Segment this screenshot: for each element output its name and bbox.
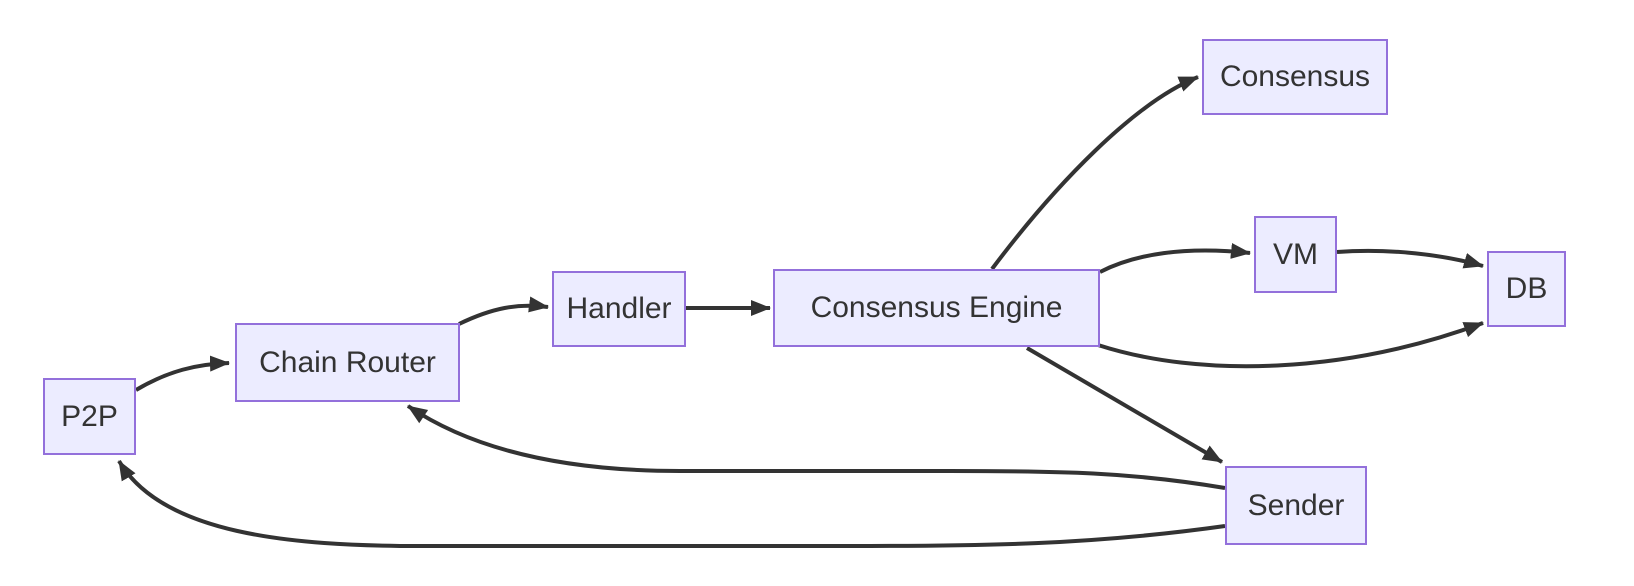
edge-consensus-engine-to-db <box>1097 321 1484 369</box>
node-db: DB <box>1487 251 1566 327</box>
edge-p2p-to-chain-router <box>134 355 230 392</box>
node-sender: Sender <box>1225 466 1367 545</box>
edge-consensus-engine-to-vm <box>1099 243 1251 274</box>
edge-vm-to-db <box>1336 248 1484 269</box>
node-consensus-engine-label: Consensus Engine <box>810 291 1063 324</box>
node-p2p-label: P2P <box>61 399 118 433</box>
edge-chain-router-to-handler <box>458 296 549 326</box>
edge-consensus-engine-to-consensus <box>990 75 1199 271</box>
node-consensus-label: Consensus <box>1219 60 1371 93</box>
edge-sender-to-p2p <box>117 459 1226 548</box>
node-vm: VM <box>1254 216 1337 293</box>
node-handler-label: Handler <box>566 292 672 325</box>
node-consensus: Consensus <box>1202 39 1388 115</box>
node-db-label: DB <box>1505 272 1548 305</box>
node-consensus-engine: Consensus Engine <box>773 269 1100 347</box>
node-sender-label: Sender <box>1247 488 1345 522</box>
node-chain-router-label: Chain Router <box>259 345 436 379</box>
node-vm-label: VM <box>1273 237 1318 271</box>
node-handler: Handler <box>552 271 686 347</box>
node-chain-router: Chain Router <box>235 323 460 402</box>
node-p2p: P2P <box>43 378 136 455</box>
edge-consensus-engine-to-sender <box>1025 346 1224 464</box>
edge-sender-to-chain-router <box>406 404 1226 490</box>
